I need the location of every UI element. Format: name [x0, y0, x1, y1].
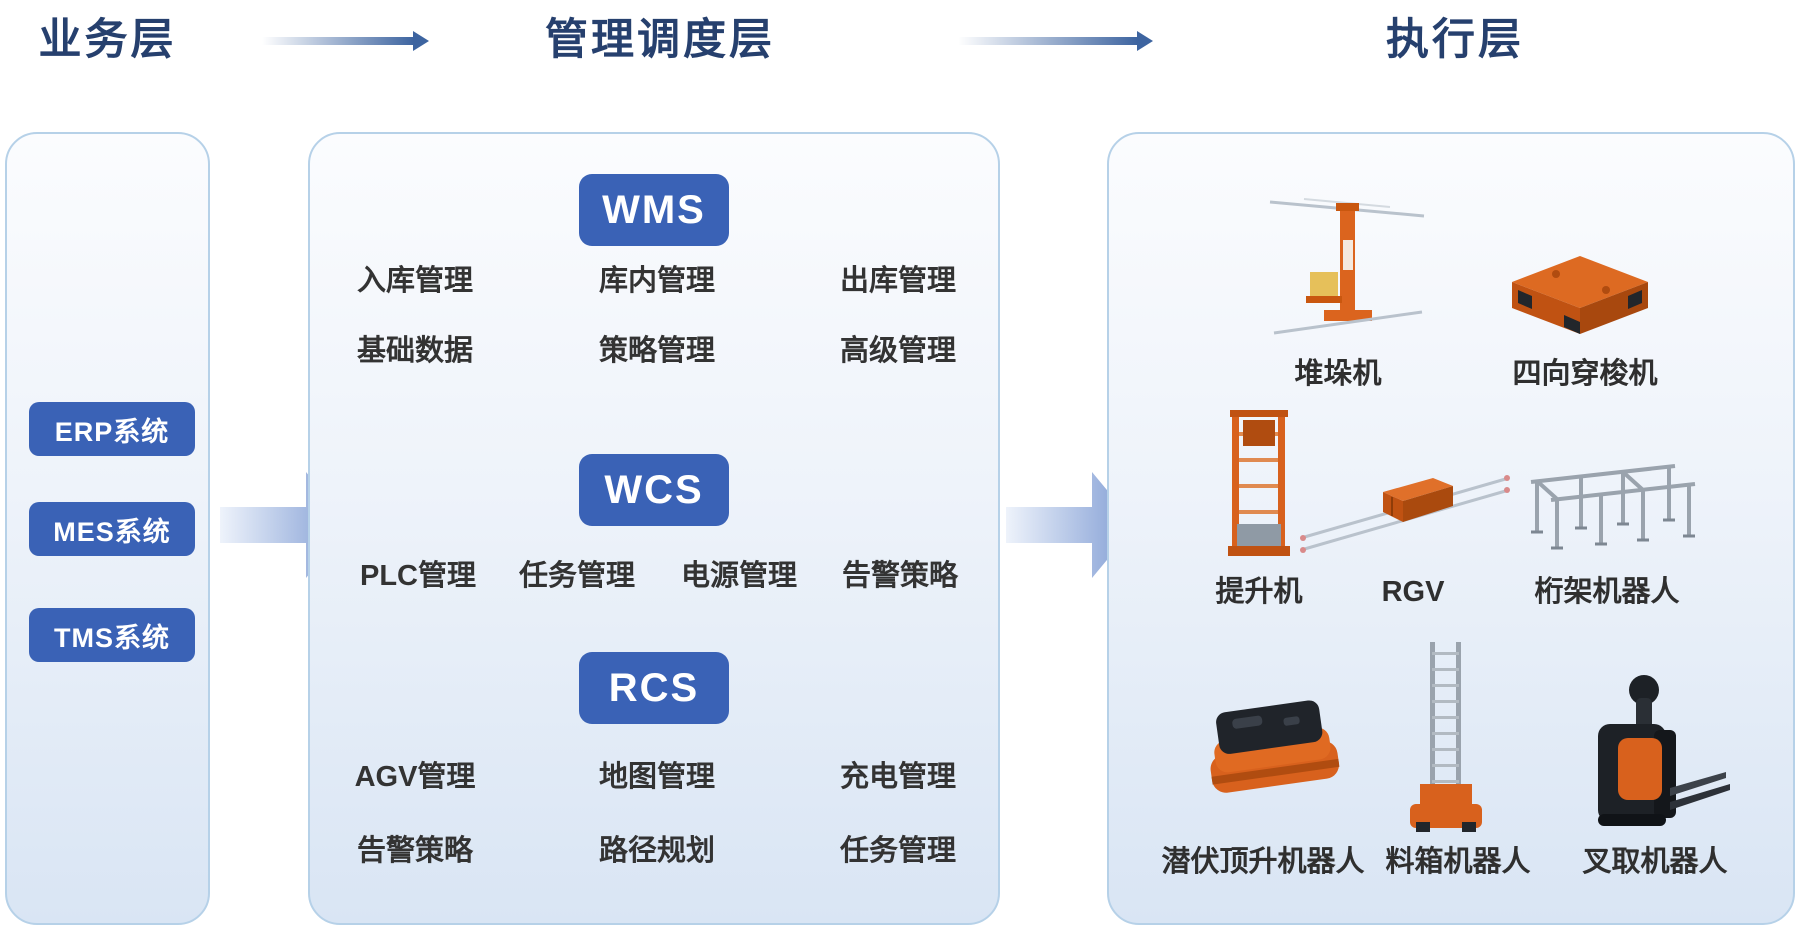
- four-way-shuttle-icon: [1508, 252, 1653, 352]
- rcs-item: AGV管理: [354, 761, 476, 793]
- wms-item: 策略管理: [598, 335, 715, 367]
- rcs-item: 任务管理: [839, 835, 956, 867]
- wcs-item: 电源管理: [680, 560, 797, 592]
- lifter-icon: [1222, 408, 1297, 565]
- flow-arrow-icon: [958, 31, 1153, 51]
- flow-arrow-icon: [262, 31, 429, 51]
- rgv-label: RGV: [1381, 576, 1445, 608]
- stacker-crane-icon: [1262, 178, 1432, 351]
- mes-system-pill: MES系统: [29, 502, 195, 556]
- rcs-item: 地图管理: [598, 761, 715, 793]
- erp-system-pill: ERP系统: [29, 402, 195, 456]
- big-arrow-management-to-execution-icon: [1006, 466, 1138, 589]
- management-layer-panel: [308, 132, 1000, 925]
- wcs-item: 告警策略: [841, 560, 958, 592]
- wcs-item: 任务管理: [518, 560, 635, 592]
- execution-layer-title: 执行层: [1386, 16, 1524, 64]
- wms-badge: WMS: [579, 174, 729, 246]
- wcs-item: PLC管理: [359, 560, 476, 592]
- wms-item: 基础数据: [356, 335, 473, 367]
- lifter-label: 提升机: [1215, 576, 1303, 608]
- latent-lift-robot-label: 潜伏顶升机器人: [1161, 846, 1365, 878]
- forklift-robot-label: 叉取机器人: [1582, 846, 1728, 878]
- stacker-crane-label: 堆垛机: [1294, 358, 1382, 390]
- tms-system-pill: TMS系统: [29, 608, 195, 662]
- truss-robot-icon: [1523, 452, 1698, 559]
- management-layer-title: 管理调度层: [545, 16, 775, 64]
- business-layer-panel: ERP系统 MES系统 TMS系统: [5, 132, 210, 925]
- wms-item: 入库管理: [356, 265, 473, 297]
- latent-lift-robot-icon: [1190, 692, 1355, 807]
- truss-robot-label: 桁架机器人: [1534, 576, 1680, 608]
- forklift-robot-icon: [1558, 672, 1733, 839]
- rgv-icon: [1295, 450, 1515, 563]
- tote-robot-label: 料箱机器人: [1385, 846, 1531, 878]
- wcs-badge: WCS: [579, 454, 729, 526]
- rcs-badge: RCS: [579, 652, 729, 724]
- tote-robot-icon: [1388, 638, 1503, 843]
- wms-item: 高级管理: [839, 335, 956, 367]
- rcs-item: 告警策略: [356, 835, 473, 867]
- wms-item: 库内管理: [598, 265, 715, 297]
- rcs-item: 路径规划: [598, 835, 715, 867]
- wms-item: 出库管理: [839, 265, 956, 297]
- four-way-shuttle-label: 四向穿梭机: [1512, 358, 1658, 390]
- business-layer-title: 业务层: [38, 16, 177, 64]
- rcs-item: 充电管理: [839, 761, 956, 793]
